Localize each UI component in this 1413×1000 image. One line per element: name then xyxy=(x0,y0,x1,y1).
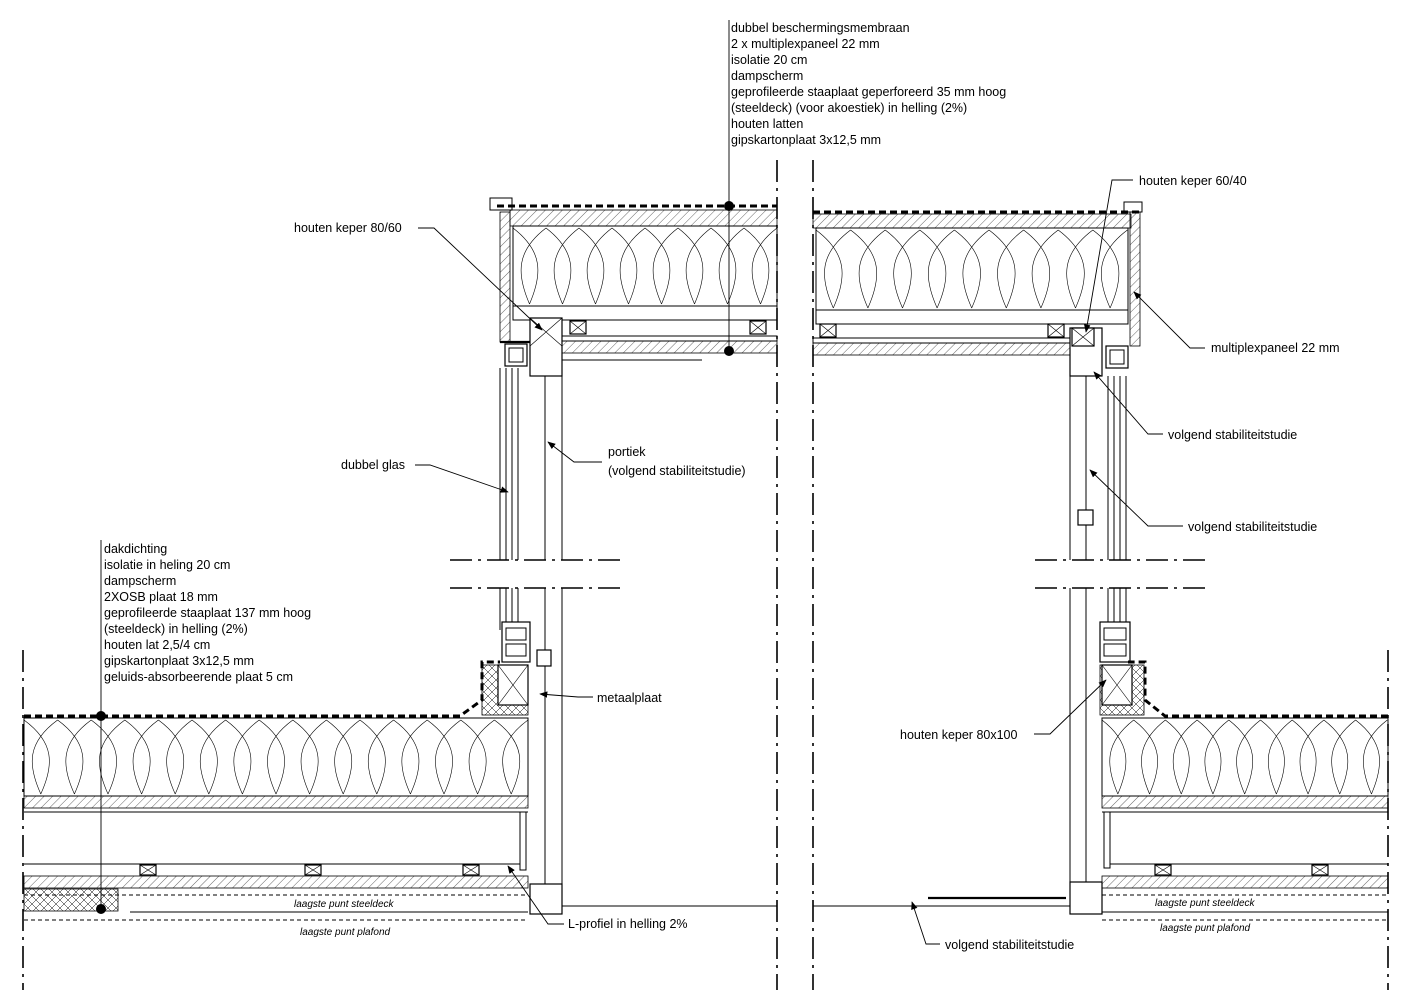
leader-lines xyxy=(96,20,1205,945)
spec-lower-line-9: geluids-absorbeerende plaat 5 cm xyxy=(104,670,293,684)
spec-upper-line-4: dampscherm xyxy=(731,69,803,83)
label-laagste-steeldeck-left: laagste punt steeldeck xyxy=(294,899,395,910)
label-volgend-stabiliteitstudie-2: volgend stabiliteitstudie xyxy=(1188,520,1317,534)
spec-lower-line-5: geprofileerde staaplaat 137 mm hoog xyxy=(104,606,311,620)
spec-upper-line-2: 2 x multiplexpaneel 22 mm xyxy=(731,37,880,51)
label-volgend-stabiliteitstudie-1: volgend stabiliteitstudie xyxy=(1168,428,1297,442)
label-houten-keper-80-60: houten keper 80/60 xyxy=(294,221,402,235)
lower-roof-spec: dakdichting isolatie in heling 20 cm dam… xyxy=(104,542,311,684)
component-labels: houten keper 80/60 houten keper 60/40 mu… xyxy=(294,174,1340,952)
spec-upper-line-8: gipskartonplaat 3x12,5 mm xyxy=(731,133,881,147)
glazing-and-portal xyxy=(499,368,1131,915)
spec-lower-line-2: isolatie in heling 20 cm xyxy=(104,558,230,572)
label-volgend-stabiliteitstudie-3: volgend stabiliteitstudie xyxy=(945,938,1074,952)
label-portiek: portiek xyxy=(608,445,646,459)
spec-lower-line-3: dampscherm xyxy=(104,574,176,588)
spec-upper-line-3: isolatie 20 cm xyxy=(731,53,807,67)
label-laagste-steeldeck-right: laagste punt steeldeck xyxy=(1155,898,1256,909)
spec-lower-line-6: (steeldeck) in helling (2%) xyxy=(104,622,248,636)
axis-lines xyxy=(22,160,1389,990)
label-houten-keper-60-40: houten keper 60/40 xyxy=(1139,174,1247,188)
label-portiek-note: (volgend stabiliteitstudie) xyxy=(608,464,746,478)
spec-lower-line-1: dakdichting xyxy=(104,542,167,556)
spec-lower-line-4: 2XOSB plaat 18 mm xyxy=(104,590,218,604)
spec-lower-line-7: houten lat 2,5/4 cm xyxy=(104,638,210,652)
label-l-profiel: L-profiel in helling 2% xyxy=(568,917,688,931)
upper-roof-left xyxy=(489,197,778,377)
label-multiplexpaneel: multiplexpaneel 22 mm xyxy=(1211,341,1340,355)
spec-upper-line-1: dubbel beschermingsmembraan xyxy=(731,21,910,35)
upper-roof-spec: dubbel beschermingsmembraan 2 x multiple… xyxy=(731,21,1006,147)
spec-upper-line-6: (steeldeck) (voor akoestiek) in helling … xyxy=(731,101,967,115)
lower-roof-left xyxy=(23,660,529,921)
label-dubbel-glas: dubbel glas xyxy=(341,458,405,472)
spec-lower-line-8: gipskartonplaat 3x12,5 mm xyxy=(104,654,254,668)
spec-upper-line-7: houten latten xyxy=(731,117,803,131)
label-laagste-plafond-right: laagste punt plafond xyxy=(1160,923,1251,934)
label-houten-keper-80x100: houten keper 80x100 xyxy=(900,728,1018,742)
upper-roof-right xyxy=(812,201,1143,377)
label-metaalplaat: metaalplaat xyxy=(597,691,662,705)
label-laagste-plafond-left: laagste punt plafond xyxy=(300,927,391,938)
lower-roof-right xyxy=(1099,660,1389,921)
spec-upper-line-5: geprofileerde staaplaat geperforeerd 35 … xyxy=(731,85,1006,99)
